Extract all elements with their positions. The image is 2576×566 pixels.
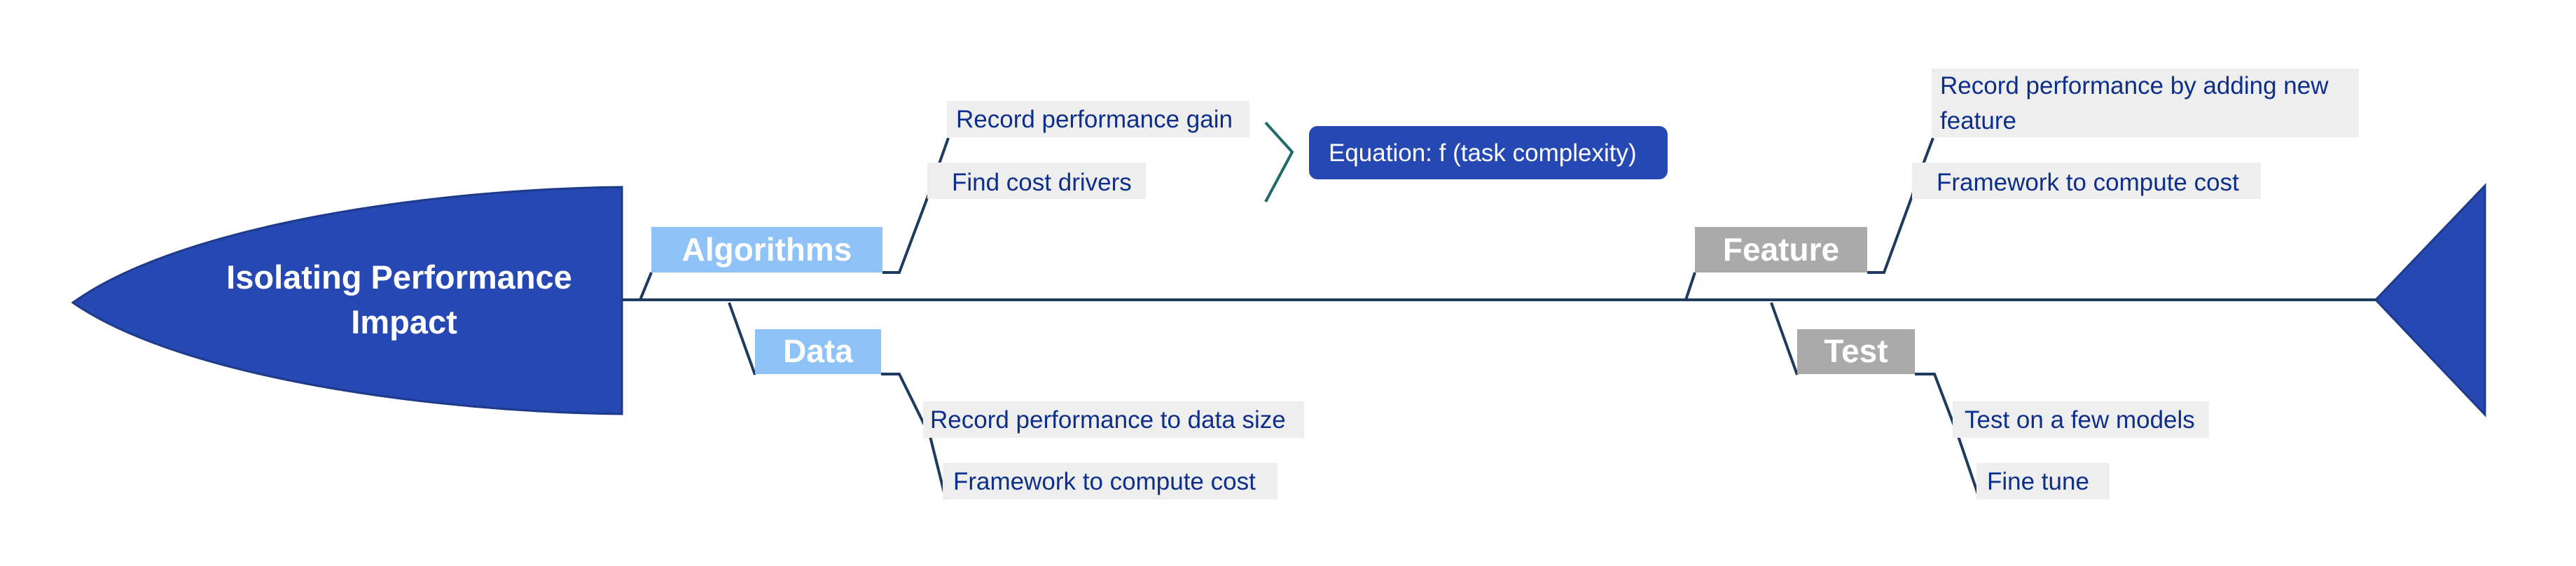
head-title-line1: Isolating Performance (226, 258, 572, 296)
data-connector (881, 373, 947, 499)
data-box[interactable] (755, 329, 881, 374)
algorithms-leaf-2[interactable]: Find cost drivers (952, 169, 1132, 196)
test-label: Test (1824, 333, 1888, 369)
test-leaf-2-bg (1976, 463, 2110, 499)
head-title-line2: Impact (351, 303, 457, 340)
data-leaf-2[interactable]: Framework to compute cost (953, 468, 1256, 495)
data-leaf-2-bg (943, 463, 1277, 499)
data-bone (728, 302, 756, 375)
feature-leaf-2-bg (1912, 163, 2261, 199)
algorithms-label: Algorithms (682, 231, 852, 268)
feature-bone (1684, 272, 1696, 301)
algorithms-bone (639, 272, 653, 301)
data-label: Data (783, 333, 853, 369)
algorithms-box[interactable] (651, 227, 882, 272)
feature-leaf-1-bg (1932, 69, 2359, 137)
feature-connector (1867, 137, 1934, 274)
test-box[interactable] (1797, 329, 1915, 374)
data-leaf-1-bg (923, 401, 1304, 438)
feature-label: Feature (1723, 231, 1839, 268)
equation-callout-text: Equation: f (task complexity) (1329, 139, 1637, 167)
algorithms-leaf-1[interactable]: Record performance gain (956, 106, 1233, 133)
algorithms-leaf-2-bg (927, 163, 1146, 199)
callout-bracket (1264, 121, 1294, 202)
feature-leaf-2[interactable]: Framework to compute cost (1937, 169, 2239, 196)
equation-callout-box[interactable] (1309, 126, 1668, 179)
algorithms-connector (882, 137, 950, 274)
fish-tail-shape (2374, 183, 2486, 417)
algorithms-leaf-1-bg (947, 101, 1249, 137)
test-connector (1915, 373, 1981, 499)
test-bone (1770, 302, 1799, 375)
feature-leaf-1-line1[interactable]: Record performance by adding new (1940, 72, 2329, 99)
feature-leaf-1-line2[interactable]: feature (1940, 107, 2016, 134)
data-leaf-1[interactable]: Record performance to data size (930, 406, 1286, 434)
fish-head-shape (71, 186, 623, 415)
test-leaf-1[interactable]: Test on a few models (1965, 406, 2195, 434)
test-leaf-2[interactable]: Fine tune (1987, 468, 2089, 495)
test-leaf-1-bg (1953, 401, 2209, 438)
feature-box[interactable] (1695, 227, 1867, 272)
